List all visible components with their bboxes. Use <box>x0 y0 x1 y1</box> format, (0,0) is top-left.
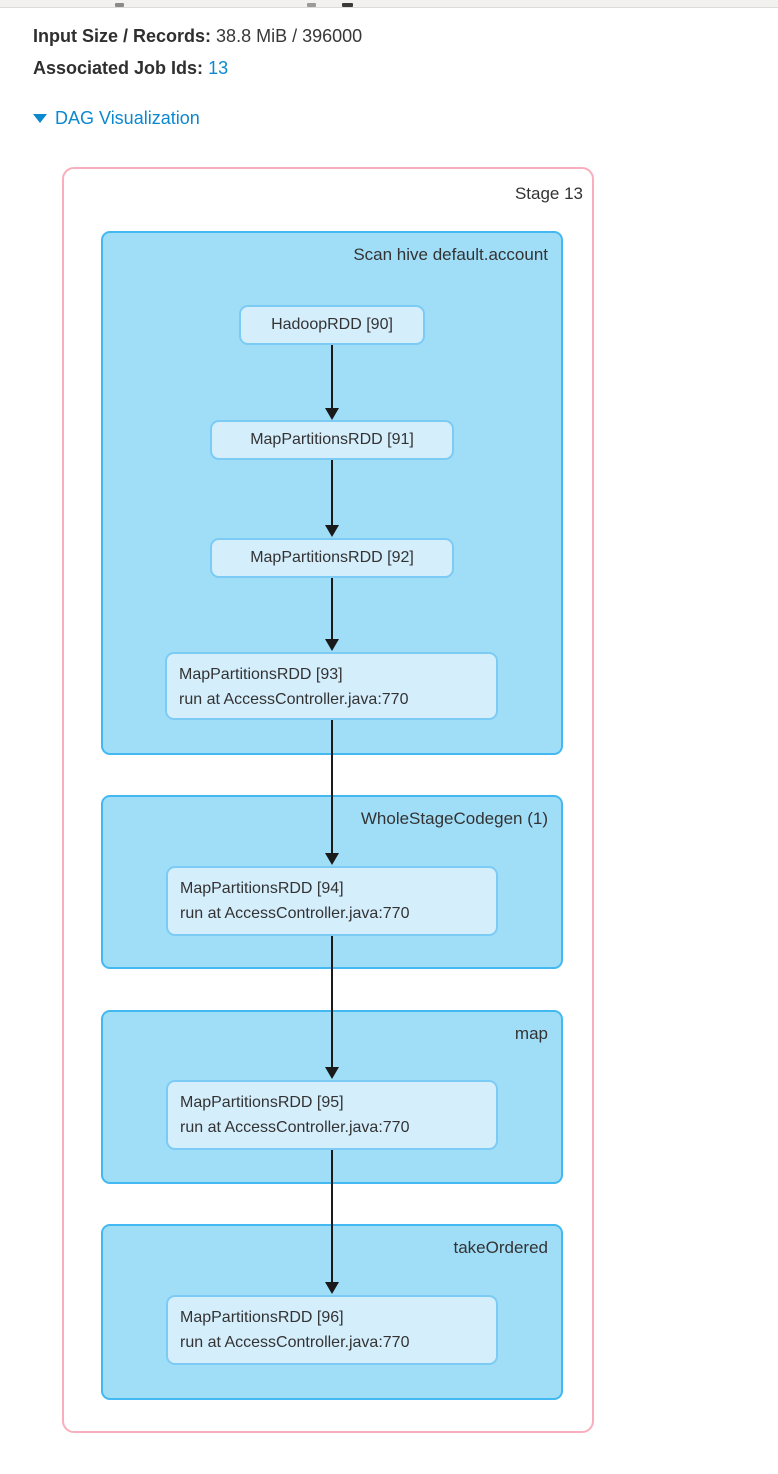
dag-visualization-toggle-label: DAG Visualization <box>55 108 200 128</box>
rdd-node-label: MapPartitionsRDD [92] <box>250 549 414 566</box>
rdd-node-mappartitionsrdd-91: MapPartitionsRDD [91] <box>210 420 454 460</box>
associated-job-ids-row: Associated Job Ids: 13 <box>33 52 362 84</box>
edge-arrow <box>325 578 339 651</box>
rdd-node-label: MapPartitionsRDD [93] <box>179 666 343 683</box>
arrowhead-icon <box>325 853 339 865</box>
rdd-node-mappartitionsrdd-92: MapPartitionsRDD [92] <box>210 538 454 578</box>
arrowhead-icon <box>325 525 339 537</box>
dag-visualization-toggle[interactable]: DAG Visualization <box>33 108 200 129</box>
edge-arrow <box>325 936 339 1079</box>
dag-stage-box: Stage 13 Scan hive default.account Whole… <box>62 167 594 1433</box>
rdd-node-label: MapPartitionsRDD [95] <box>180 1094 344 1111</box>
clipped-text-fragment <box>307 3 316 7</box>
edge-arrow <box>325 1150 339 1294</box>
edge-arrow <box>325 345 339 420</box>
stage-label: Stage 13 <box>514 184 583 203</box>
rdd-node-mappartitionsrdd-95: MapPartitionsRDD [95] run at AccessContr… <box>166 1080 498 1150</box>
clipped-text-fragment <box>115 3 124 7</box>
rdd-node-label: MapPartitionsRDD [94] <box>180 880 344 897</box>
rdd-node-callsite: run at AccessController.java:770 <box>179 691 409 708</box>
cluster-scan-hive-label: Scan hive default.account <box>353 245 548 264</box>
input-size-value: 38.8 MiB / 396000 <box>216 26 363 46</box>
rdd-node-mappartitionsrdd-94: MapPartitionsRDD [94] run at AccessContr… <box>166 866 498 936</box>
rdd-node-mappartitionsrdd-93: MapPartitionsRDD [93] run at AccessContr… <box>165 652 498 720</box>
cluster-wholestagecodegen-label: WholeStageCodegen (1) <box>360 809 548 828</box>
rdd-node-callsite: run at AccessController.java:770 <box>180 1334 410 1351</box>
arrowhead-icon <box>325 639 339 651</box>
input-size-row: Input Size / Records: 38.8 MiB / 396000 <box>33 20 362 52</box>
down-triangle-icon <box>33 114 47 123</box>
input-size-label: Input Size / Records: <box>33 26 212 46</box>
edge-arrow <box>325 460 339 537</box>
cluster-map-label: map <box>514 1024 548 1043</box>
clipped-previous-row <box>0 0 778 8</box>
cluster-takeordered-label: takeOrdered <box>453 1238 549 1257</box>
rdd-node-label: MapPartitionsRDD [96] <box>180 1309 344 1326</box>
rdd-node-hadooprdd-90: HadoopRDD [90] <box>239 305 425 345</box>
rdd-node-callsite: run at AccessController.java:770 <box>180 905 410 922</box>
clipped-text-fragment <box>342 3 353 7</box>
rdd-node-label: MapPartitionsRDD [91] <box>250 431 414 448</box>
arrowhead-icon <box>325 1282 339 1294</box>
associated-job-ids-label: Associated Job Ids: <box>33 58 204 78</box>
rdd-node-callsite: run at AccessController.java:770 <box>180 1119 410 1136</box>
rdd-node-label: HadoopRDD [90] <box>271 316 393 333</box>
rdd-node-mappartitionsrdd-96: MapPartitionsRDD [96] run at AccessContr… <box>166 1295 498 1365</box>
arrowhead-icon <box>325 1067 339 1079</box>
edge-arrow <box>325 720 339 865</box>
stage-summary-metrics: Input Size / Records: 38.8 MiB / 396000 … <box>33 20 362 84</box>
arrowhead-icon <box>325 408 339 420</box>
job-id-link[interactable]: 13 <box>208 58 229 78</box>
